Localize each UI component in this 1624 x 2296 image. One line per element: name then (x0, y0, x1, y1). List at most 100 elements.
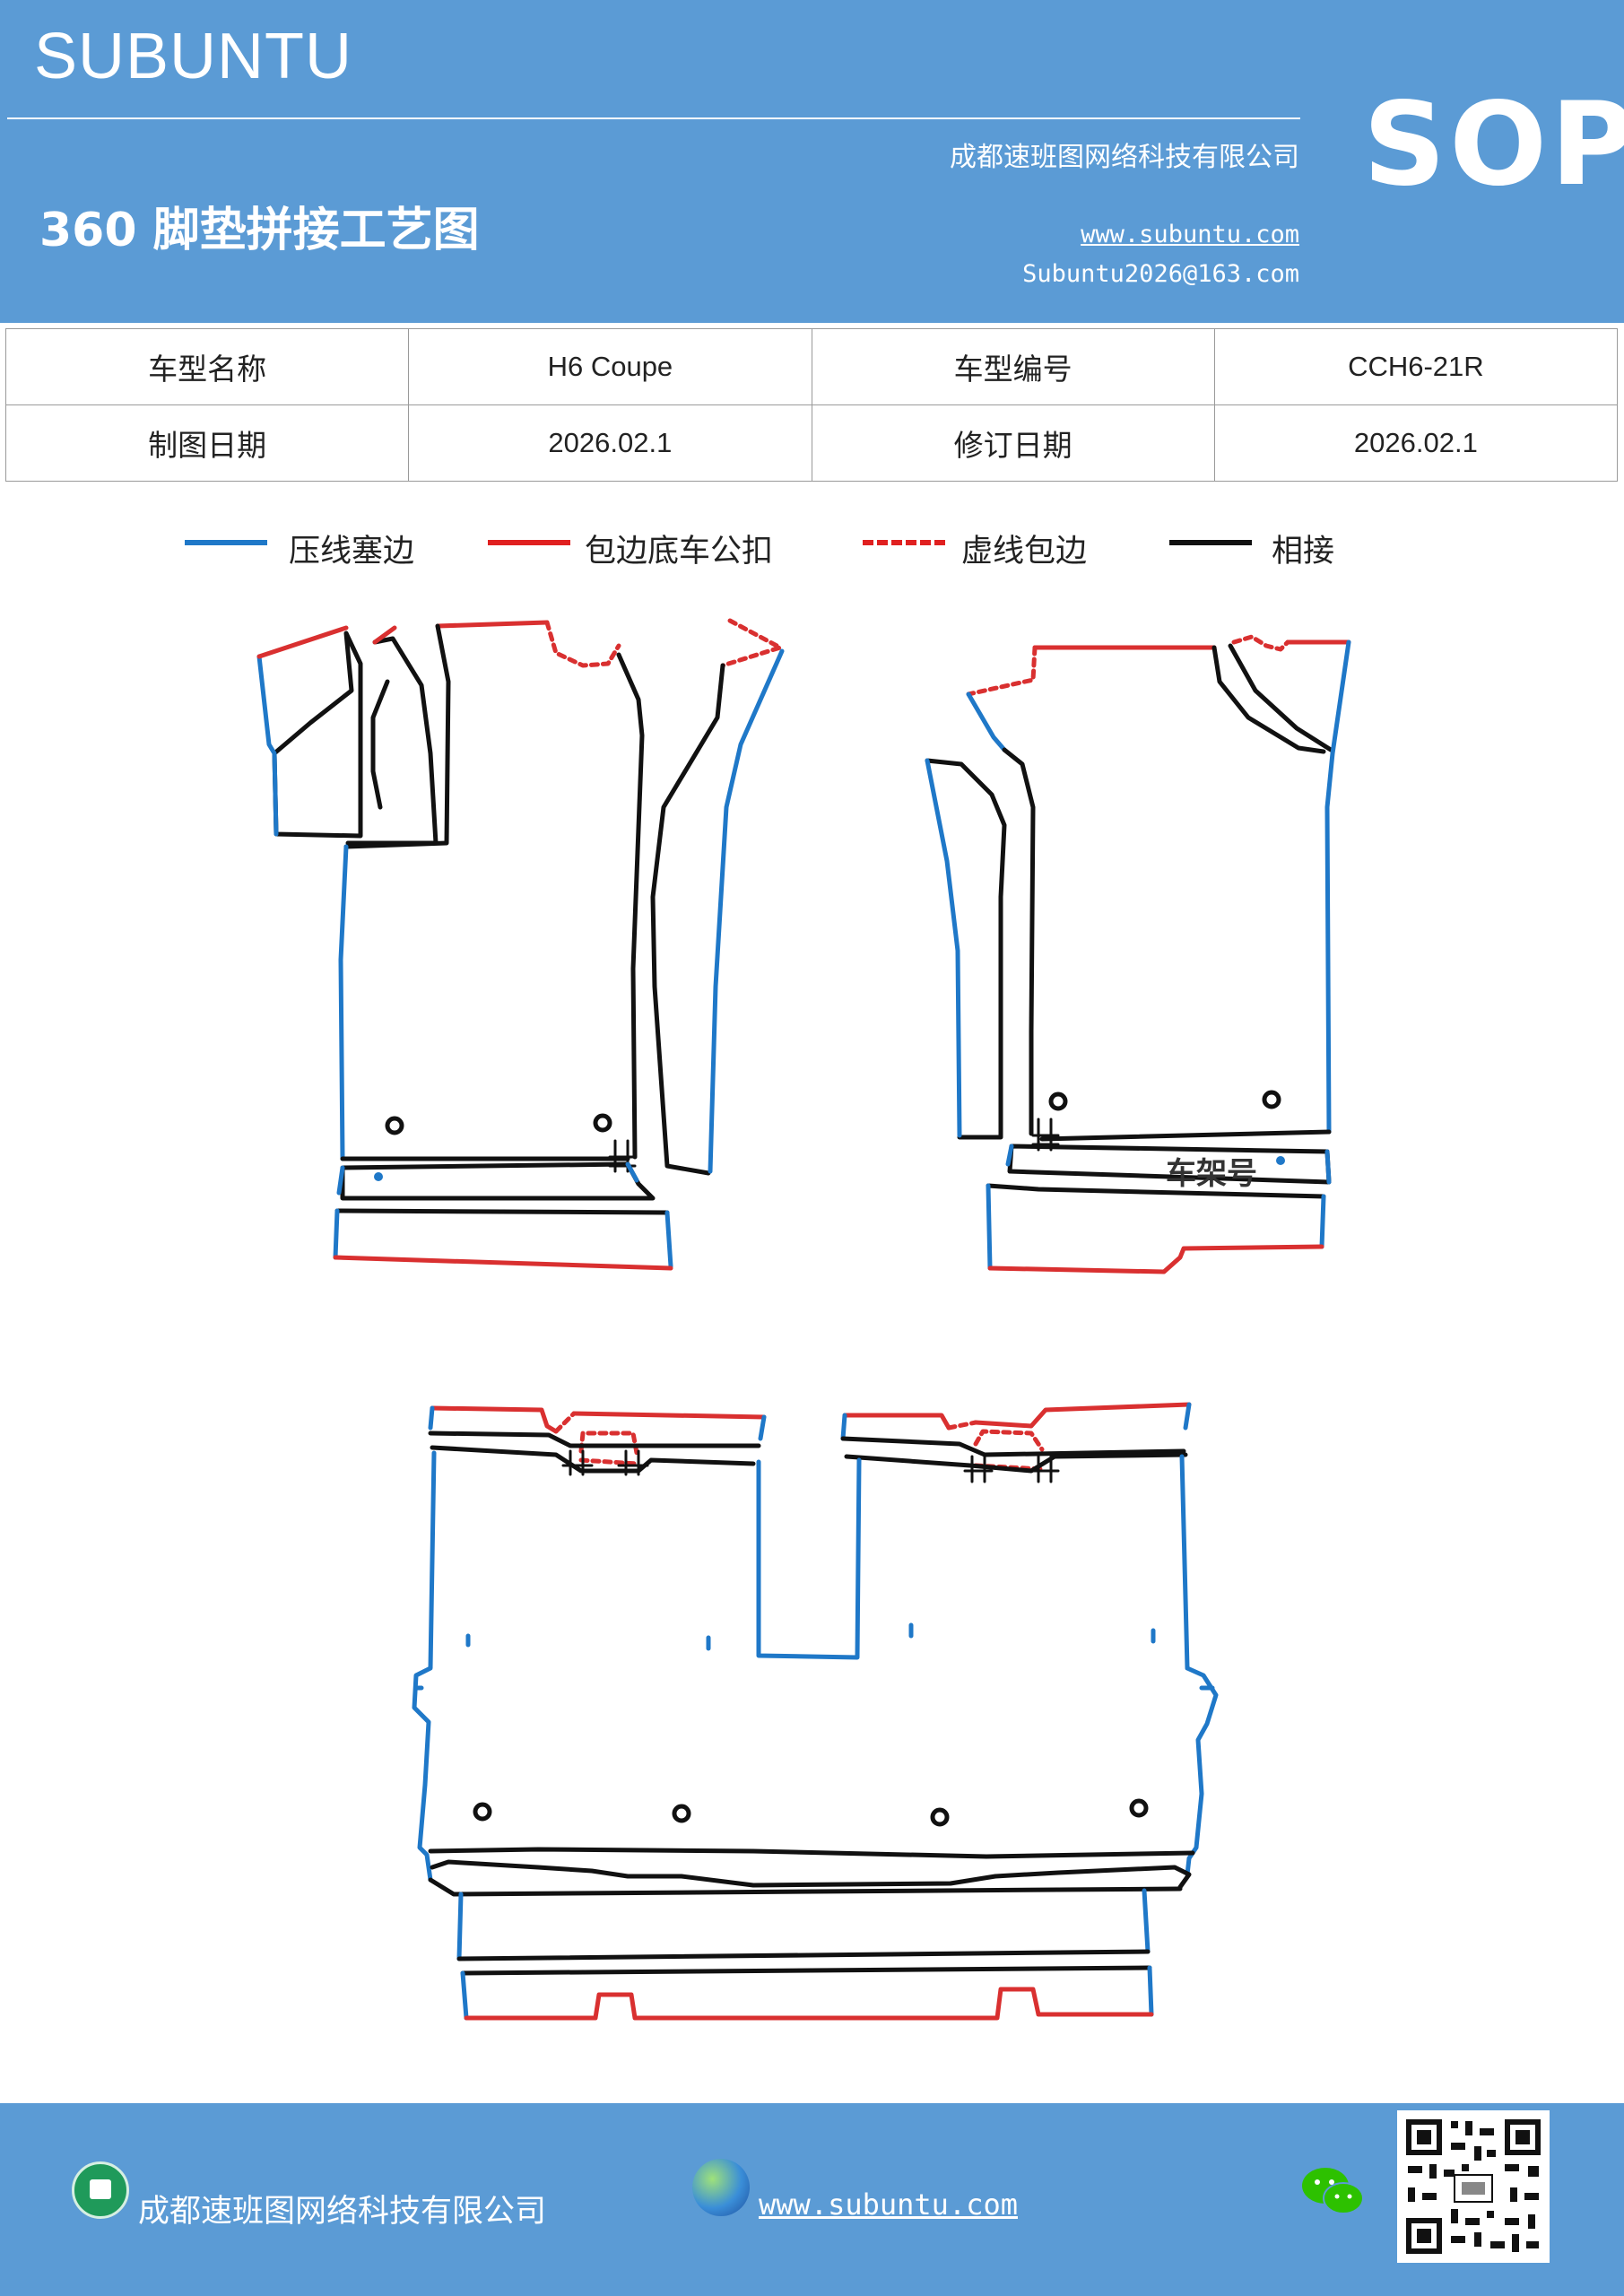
locator-dot (1276, 1156, 1285, 1165)
join-edge (616, 652, 645, 1160)
mounting-hole (593, 1113, 612, 1133)
press-edge (333, 1208, 673, 1269)
company-icon (72, 2161, 129, 2219)
legend-swatch (488, 540, 570, 545)
join-edge (428, 1431, 761, 1448)
join-edge (430, 1445, 756, 1474)
legend-label: 相接 (1272, 534, 1335, 570)
value-drawing-date: 2026.02.1 (408, 404, 812, 482)
sop-badge: SOP (1363, 78, 1624, 212)
press-edge (986, 1183, 1326, 1271)
header-banner: SUBUNTU 成都速班图网络科技有限公司 www.subuntu.com Su… (0, 0, 1624, 323)
join-edge (650, 663, 725, 1176)
join-edge (460, 1965, 1152, 1976)
join-edge (428, 1877, 1183, 1897)
stop-mark (963, 1455, 1060, 1483)
wrap-edge (430, 1405, 767, 1434)
table-row: 车型名称 H6 Coupe 车型编号 CCH6-21R (4, 328, 1619, 405)
press-edge (840, 1402, 1192, 1441)
mounting-hole (672, 1804, 691, 1823)
legend-label: 压线塞边 (289, 534, 415, 570)
frame-number-label: 车架号 (1166, 1156, 1257, 1192)
press-edge (256, 654, 279, 837)
label-model-code: 车型编号 (811, 328, 1215, 405)
join-edge (1039, 1129, 1332, 1142)
join-edge (430, 1859, 1192, 1890)
wrap-edge (464, 1987, 1154, 2021)
wrap-dashed (544, 620, 621, 668)
mounting-hole (1262, 1090, 1281, 1109)
line-legend: 压线塞边 包边底车公扣 虚线包边 相接 (0, 520, 1624, 574)
wrap-dashed (966, 645, 1038, 697)
press-edge (966, 691, 1007, 752)
wrap-edge (333, 1255, 673, 1271)
join-edge (428, 1847, 1195, 1859)
legend-swatch (1169, 540, 1252, 545)
front-left-mat (256, 618, 785, 1271)
mounting-hole (930, 1807, 950, 1827)
rear-mat (412, 1402, 1219, 2021)
join-edge (844, 1452, 1188, 1474)
company-name: 成都速班图网络科技有限公司 (950, 142, 1299, 173)
join-edge (370, 679, 390, 810)
page-title: 360 脚垫拼接工艺图 (39, 204, 480, 257)
footer-banner: 成都速班图网络科技有限公司 www.subuntu.com (0, 2103, 1624, 2296)
stop-mark (561, 1449, 649, 1476)
table-row: 制图日期 2026.02.1 修订日期 2026.02.1 (4, 404, 1619, 482)
header-divider (7, 117, 1300, 119)
brand-logo-text: SUBUNTU (34, 21, 353, 92)
legend-label: 虚线包边 (961, 534, 1088, 570)
stop-mark (1031, 1118, 1060, 1152)
join-edge (1211, 645, 1326, 754)
email-address: Subuntu2026@163.com (1022, 260, 1299, 288)
value-model-name: H6 Coupe (408, 328, 812, 405)
wrap-dashed (1231, 634, 1290, 652)
join-edge (343, 623, 451, 849)
legend-swatch (863, 540, 945, 545)
press-edge (1324, 639, 1351, 1135)
join-edge (340, 1161, 656, 1201)
press-edge (460, 1965, 1154, 2021)
vehicle-info-table: 车型名称 H6 Coupe 车型编号 CCH6-21R 制图日期 2026.02… (4, 328, 1619, 482)
press-edge (336, 1161, 639, 1196)
legend-label: 包边底车公扣 (585, 534, 774, 570)
join-edge (272, 631, 363, 839)
press-edge (1179, 1454, 1219, 1877)
locator-dot (374, 1172, 383, 1181)
join-edge (1002, 747, 1036, 1136)
label-revision-date: 修订日期 (811, 404, 1215, 482)
wechat-icon[interactable] (1300, 2164, 1365, 2218)
legend-swatch (185, 540, 267, 545)
press-edge (756, 1457, 862, 1660)
floor-mat-diagram: 车架号 (256, 618, 1351, 2021)
press-edge (925, 758, 962, 1138)
wrap-edge (435, 620, 550, 629)
front-right-mat (925, 634, 1351, 1274)
qr-code[interactable] (1397, 2110, 1550, 2263)
slot (413, 1622, 1215, 1691)
wrap-edge (256, 625, 349, 659)
join-edge (1228, 643, 1333, 752)
value-revision-date: 2026.02.1 (1213, 404, 1619, 482)
globe-icon (692, 2159, 750, 2216)
press-edge (456, 1888, 1151, 1961)
mounting-hole (1129, 1798, 1149, 1818)
press-edge (428, 1405, 767, 1441)
wrap-edge (842, 1402, 1192, 1431)
press-edge (412, 1450, 437, 1883)
join-edge (840, 1436, 1186, 1457)
wrap-dashed (553, 1411, 639, 1466)
stop-mark (608, 1139, 637, 1173)
press-edge (708, 648, 785, 1174)
mounting-hole (385, 1116, 404, 1135)
press-edge (1005, 1144, 1332, 1185)
mounting-hole (473, 1802, 492, 1822)
value-model-code: CCH6-21R (1213, 328, 1619, 405)
wrap-edge (987, 1244, 1324, 1274)
label-drawing-date: 制图日期 (4, 404, 410, 482)
wrap-edge (372, 625, 397, 645)
join-edge (456, 1949, 1151, 1961)
website-link[interactable]: www.subuntu.com (1081, 221, 1299, 248)
join-edge (925, 758, 1007, 1140)
footer-website-link[interactable]: www.subuntu.com (759, 2187, 1018, 2222)
